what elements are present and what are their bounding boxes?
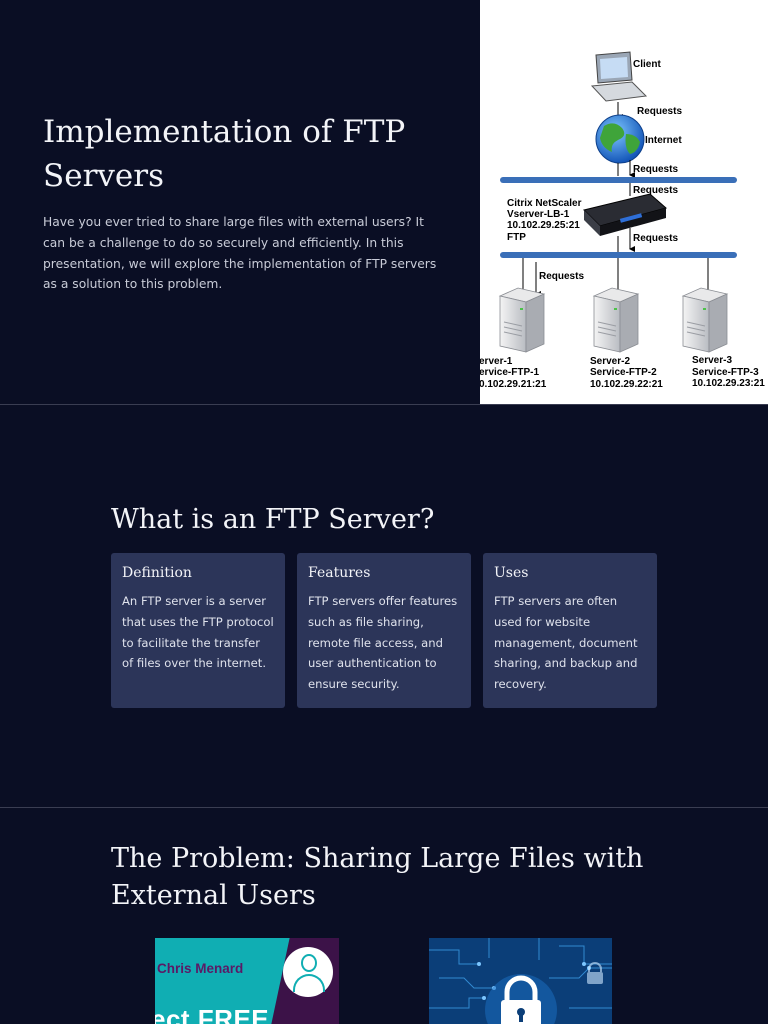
server-3-ip: 10.102.29.23:21 [692,378,765,389]
presenter-thumbnail-image: Chris Menard ect FREE [155,938,339,1024]
features-card: Features FTP servers offer features such… [297,553,471,708]
laptop-icon [590,51,648,102]
server-1-ip: 0.102.29.21:21 [480,379,547,390]
server-3-name: Server-3 [692,355,732,366]
server-2-icon [592,287,640,353]
requests-label-2: Requests [633,164,678,175]
presenter-name: Chris Menard [157,961,244,976]
avatar-head-shape [301,954,317,972]
requests-label-5: Requests [539,271,584,282]
server-2-ip: 10.102.29.22:21 [590,379,663,390]
card-body: FTP servers are often used for website m… [494,594,638,692]
uses-card: Uses FTP servers are often used for webs… [483,553,657,708]
definition-card: Definition An FTP server is a server tha… [111,553,285,708]
slide-intro: Implementation of FTP Servers Have you e… [0,0,768,404]
ftp-load-balancing-diagram: Client Requests Internet Requests Reques… [480,0,768,404]
lb-label-line2: Vserver-LB-1 [507,209,570,220]
server-1-icon [498,287,546,353]
card-title: Uses [494,565,529,581]
network-bar-bottom [500,252,737,258]
server-1-service: ervice-FTP-1 [480,367,539,378]
slide-the-problem: The Problem: Sharing Large Files with Ex… [0,808,768,1024]
globe-icon [595,114,645,164]
server-1-name: erver-1 [480,356,513,367]
network-bar-top [500,177,737,183]
slide-title: The Problem: Sharing Large Files with Ex… [111,843,644,911]
card-body: FTP servers offer features such as file … [308,594,458,692]
diagram-svg: Client Requests Internet Requests Reques… [480,51,765,390]
thumbnail-caption: ect FREE [155,1004,270,1024]
card-title: Definition [122,565,192,581]
server-2-name: Server-2 [590,356,630,367]
server-3-service: Service-FTP-3 [692,367,759,378]
slide-title: Implementation of FTP Servers [43,114,406,194]
card-title: Features [308,565,371,581]
lb-label-line4: FTP [507,232,526,243]
security-lock-image [429,938,612,1024]
requests-label-3: Requests [633,185,678,196]
lb-label-line3: 10.102.29.25:21 [507,220,580,231]
intro-paragraph: Have you ever tried to share large files… [43,215,437,292]
lb-label-line1: Citrix NetScaler [507,198,582,209]
netscaler-appliance-icon [583,193,668,236]
requests-label-1: Requests [637,106,682,117]
server-2-service: Service-FTP-2 [590,367,657,378]
slide-title: What is an FTP Server? [111,504,435,535]
internet-label: Internet [645,135,682,146]
requests-label-4: Requests [633,233,678,244]
slide-divider [0,404,768,405]
slide-divider [0,807,768,808]
card-body: An FTP server is a server that uses the … [122,594,274,671]
client-label: Client [633,59,661,70]
slide-what-is-ftp: What is an FTP Server? Definition An FTP… [0,405,768,807]
circuit-lock-icon [429,938,612,1024]
server-3-icon [681,287,729,353]
